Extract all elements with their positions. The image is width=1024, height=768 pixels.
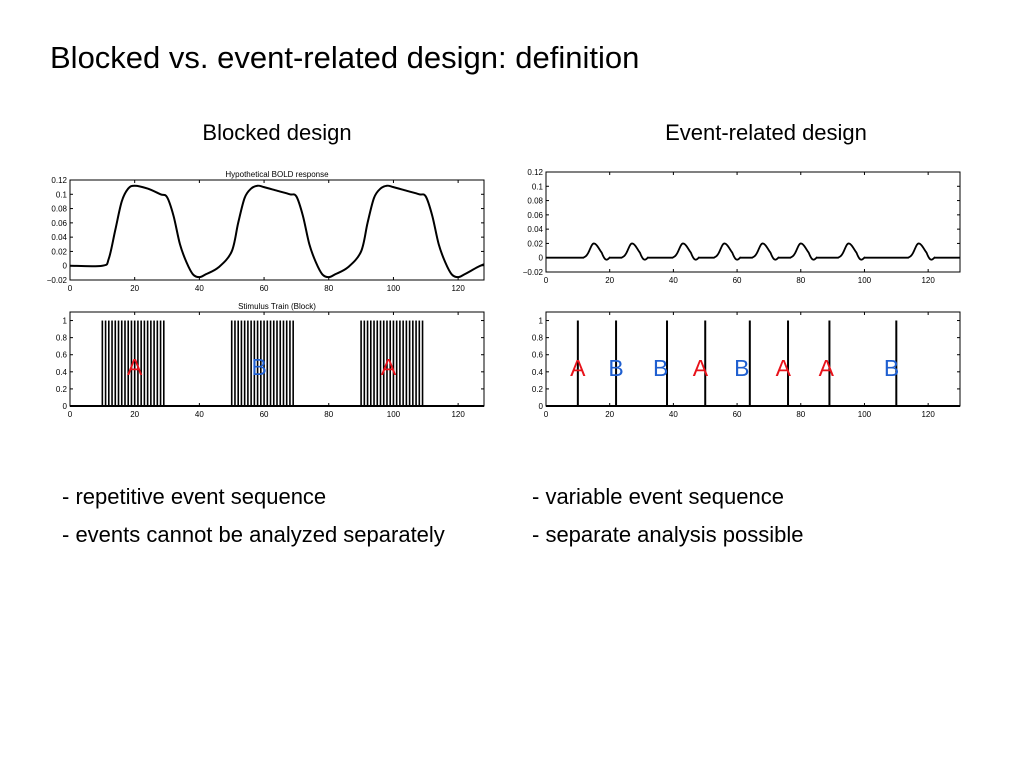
x-tick-label: 100 [858,410,872,419]
y-tick-label: 0.04 [527,225,543,234]
blocked-design-heading: Blocked design [202,120,352,145]
y-tick-label: 0.4 [56,368,68,377]
x-tick-label: 0 [544,276,549,285]
x-tick-label: 100 [387,410,401,419]
x-tick-label: 0 [68,284,73,293]
y-tick-label: 0.08 [527,197,543,206]
blocked-bold-response-chart: Hypothetical BOLD response 0 20 40 60 80 100 12… [47,170,485,293]
condition-label-a: A [776,355,792,381]
y-tick-label: 0.08 [51,205,67,214]
x-tick-label: 60 [733,276,742,285]
condition-label-a: A [693,355,709,381]
x-tick-label: 120 [921,410,935,419]
x-tick-label: 120 [451,410,465,419]
plot-frame [69,179,485,281]
condition-label-a: A [381,354,397,380]
y-tick-label: 0.12 [527,168,543,177]
bold-response-line [69,184,485,279]
y-tick-label: 0 [539,254,544,263]
y-tick-label: 0.1 [56,190,68,199]
y-tick-label: 0.6 [532,351,544,360]
x-tick-label: 0 [68,410,73,419]
y-tick-label: 0.1 [532,182,544,191]
x-tick-label: 100 [858,276,872,285]
x-tick-label: 40 [195,284,204,293]
plot-frame [545,171,961,273]
y-tick-label: 0.02 [51,247,67,256]
y-tick-label: 1 [539,317,544,326]
blocked-bullet-2: - events cannot be analyzed separately [62,522,445,547]
y-tick-label: 0.4 [532,368,544,377]
y-tick-label: 0.6 [56,351,68,360]
condition-label-b: B [734,355,749,381]
y-tick-label: 0.04 [51,233,67,242]
x-tick-label: 100 [387,284,401,293]
blocked-stimulus-train-chart: Stimulus Train (Block) 0 20 40 60 80 100 120 0 0.… [56,302,485,419]
x-tick-label: 60 [260,284,269,293]
chart-title: Hypothetical BOLD response [225,170,329,179]
x-tick-label: 20 [605,410,614,419]
y-tick-label: 0.8 [532,334,544,343]
y-tick-label: 0.2 [56,385,68,394]
y-tick-label: 0.2 [532,385,544,394]
condition-label-b: B [252,354,267,380]
x-tick-label: 0 [544,410,549,419]
x-tick-label: 80 [324,410,333,419]
y-tick-label: 0.12 [51,176,67,185]
y-tick-label: −0.02 [47,276,68,285]
x-tick-label: 120 [451,284,465,293]
y-tick-label: 0 [63,262,68,271]
y-tick-label: −0.02 [523,268,544,277]
x-tick-label: 80 [796,276,805,285]
condition-label-a: A [127,354,143,380]
blocked-bullet-1: - repetitive event sequence [62,484,327,509]
condition-label-b: B [884,355,899,381]
y-tick-label: 0 [63,402,68,411]
y-tick-label: 0.8 [56,334,68,343]
x-tick-label: 20 [130,284,139,293]
x-tick-label: 20 [130,410,139,419]
event-bullet-1: - variable event sequence [532,484,784,509]
condition-label-b: B [653,355,668,381]
x-tick-label: 60 [260,410,269,419]
x-tick-label: 20 [605,276,614,285]
slide-title: Blocked vs. event-related design: defini… [50,40,640,75]
x-tick-label: 80 [324,284,333,293]
x-tick-label: 40 [669,276,678,285]
condition-label-b: B [608,355,623,381]
x-tick-label: 40 [195,410,204,419]
chart-title: Stimulus Train (Block) [238,302,316,311]
x-tick-label: 60 [733,410,742,419]
y-tick-label: 0 [539,402,544,411]
y-tick-label: 0.06 [51,219,67,228]
event-related-design-heading: Event-related design [665,120,867,145]
y-tick-label: 0.02 [527,239,543,248]
condition-label-a: A [819,355,835,381]
condition-label-a: A [570,355,586,381]
y-tick-label: 1 [63,317,68,326]
x-tick-label: 120 [921,276,935,285]
x-tick-label: 80 [796,410,805,419]
event-bullet-2: - separate analysis possible [532,522,804,547]
y-tick-label: 0.06 [527,211,543,220]
bold-response-line [546,242,960,261]
x-tick-label: 40 [669,410,678,419]
